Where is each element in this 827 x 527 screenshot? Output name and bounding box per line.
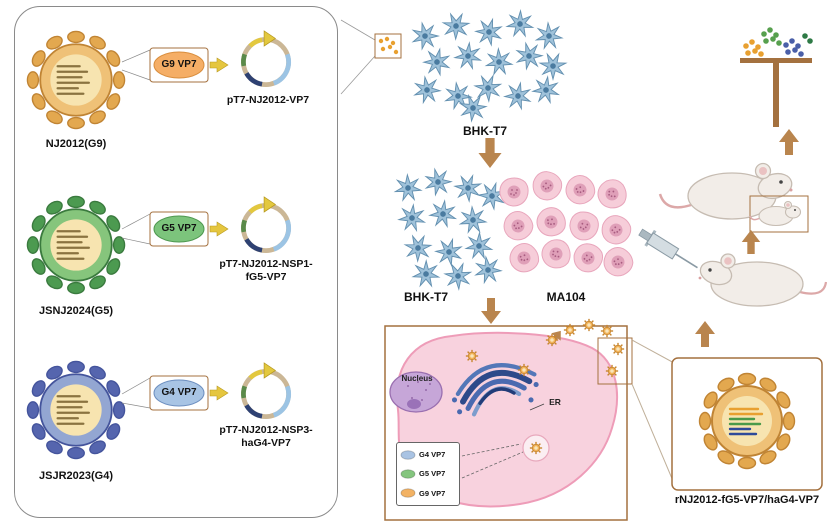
- pup-mouse: [749, 201, 802, 227]
- transport-vesicle: [522, 434, 550, 462]
- plasmid-label-g4: pT7-NJ2012-NSP3- haG4-VP7: [219, 424, 313, 449]
- bhk-t7-cocultured-cluster: [393, 164, 511, 295]
- reassortant-genome-segments: [728, 407, 764, 436]
- antigen-dots-green: [761, 27, 782, 46]
- bhk-t7-label-2: BHK-T7: [404, 290, 448, 304]
- vp7-label-g5: G5 VP7: [161, 223, 197, 234]
- g5-vp7-oval: [153, 215, 205, 243]
- plasmid-mix-box: [374, 33, 402, 59]
- legend-pointer-lines: [461, 443, 524, 479]
- mouse-tail: [799, 281, 827, 295]
- arrow-coculture: [481, 298, 501, 324]
- legend-item-g4: G4 VP7: [400, 449, 456, 460]
- reverse-genetics-panel: [14, 6, 338, 518]
- mouse-nose: [698, 276, 702, 280]
- legend-label-g5: G5 VP7: [419, 469, 446, 479]
- rescued-virion-icon: [698, 372, 796, 470]
- antigen-dots-blue: [783, 38, 804, 57]
- ma104-cell-cluster: [497, 166, 639, 283]
- row-g9: [26, 31, 288, 130]
- promoter-arrow-icon: [209, 385, 229, 401]
- g9-vp7-swatch-icon: [400, 488, 416, 499]
- syringe-icon: [638, 228, 698, 269]
- arrow-challenge: [779, 129, 799, 155]
- progeny-virus-trail: [545, 318, 677, 489]
- row-g4: [26, 360, 288, 460]
- antigen-dots-darkgreen: [802, 33, 813, 44]
- er-pointer: [529, 403, 545, 411]
- bhk-t7-label-1: BHK-T7: [463, 124, 507, 138]
- vp7-legend: G4 VP7 G5 VP7 G9 VP7: [396, 442, 460, 506]
- plasmid-label-g9: pT7-NJ2012-VP7: [226, 94, 310, 106]
- mouse-tail: [658, 193, 695, 209]
- vp7-label-g4: G4 VP7: [161, 387, 197, 398]
- arrow-immunization: [695, 321, 715, 347]
- pup-highlight-box: [749, 195, 809, 233]
- budding-virion-icon: [465, 349, 479, 363]
- g5-vp7-swatch-icon: [400, 469, 416, 479]
- immunized-mouse: [698, 253, 827, 307]
- rescued-virus-box: [671, 357, 823, 491]
- legend-item-g5: G5 VP7: [400, 469, 456, 479]
- nucleus: [389, 371, 443, 413]
- nucleus-label: Nucleus: [401, 374, 433, 383]
- virus-highlight-box: [597, 337, 633, 385]
- mouse-eye: [708, 268, 712, 272]
- virus-name-g5: JSNJ2024(G5): [39, 305, 113, 317]
- virus-name-g4: JSJR2023(G4): [39, 470, 113, 482]
- rescued-virus-label: rNJ2012-fG5-VP7/haG4-VP7: [674, 494, 820, 506]
- antigen-dots-orange: [743, 39, 764, 57]
- vp7-label-g9: G9 VP7: [161, 59, 197, 70]
- mouse-eye: [779, 180, 783, 184]
- arrow-breeding: [741, 230, 761, 254]
- promoter-arrow-icon: [209, 57, 229, 73]
- ma104-label: MA104: [546, 290, 586, 304]
- legend-item-g9: G9 VP7: [400, 488, 456, 499]
- g4-vp7-oval: [153, 379, 205, 407]
- row-g5: [26, 195, 288, 295]
- legend-label-g9: G9 VP7: [419, 488, 446, 498]
- virus-name-g9: NJ2012(G9): [45, 138, 107, 150]
- antigen-stand: [740, 27, 813, 127]
- g4-vp7-swatch-icon: [400, 449, 416, 460]
- bhk-t7-cell-cluster: [409, 8, 568, 127]
- budding-virion-icon: [517, 363, 531, 377]
- er-label: ER: [549, 397, 561, 407]
- mouse-nose: [789, 188, 793, 192]
- arrow-transfection: [478, 138, 502, 168]
- plasmid-label-g5: pT7-NJ2012-NSP1- fG5-VP7: [219, 258, 313, 283]
- legend-label-g4: G4 VP7: [419, 450, 446, 460]
- promoter-arrow-icon: [209, 221, 229, 237]
- dam-and-pup-mice: [658, 162, 809, 233]
- g9-vp7-oval: [153, 51, 205, 79]
